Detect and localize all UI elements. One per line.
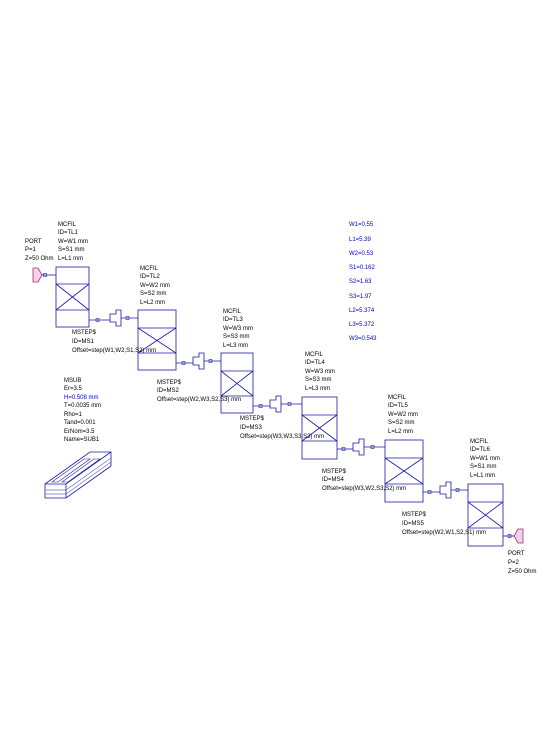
coupler-tl4-type: MCFIL: [305, 352, 324, 358]
step-ms1-id: ID=MS1: [72, 339, 95, 345]
coupler-tl2-id: ID=TL2: [140, 274, 161, 280]
coupler-tl4-id: ID=TL4: [305, 360, 326, 366]
coupler-tl1-length: L=L1 mm: [58, 256, 83, 262]
coupler-tl3-type: MCFIL: [223, 309, 242, 315]
coupler-tl1-type: MCFIL: [58, 222, 77, 228]
variable-l3[interactable]: L3=5.372: [349, 322, 375, 328]
coupler-tl2-type: MCFIL: [140, 266, 159, 272]
port-1-name: PORT: [25, 239, 42, 245]
coupler-tl1-width: W=W1 mm: [58, 239, 88, 245]
step-ms3[interactable]: MSTEP$ ID=MS3 Offset=step(W3,W3,S3,S3) m…: [240, 395, 324, 440]
port-1-number: P=1: [25, 247, 37, 253]
step-ms3-id: ID=MS3: [240, 425, 263, 431]
variable-l2[interactable]: L2=5.374: [349, 308, 375, 314]
coupler-tl5-length: L=L2 mm: [388, 429, 413, 435]
coupler-tl2-length: L=L2 mm: [140, 300, 165, 306]
coupler-tl2[interactable]: MCFIL ID=TL2 W=W2 mm S=S2 mm L=L2 mm: [137, 266, 177, 371]
variable-s2[interactable]: S2=1.63: [349, 279, 372, 285]
step-ms4-offset: Offset=step(W3,W2,S3,S2) mm: [322, 486, 406, 492]
port-1-impedance: Z=50 Ohm: [25, 256, 54, 262]
substrate-icon: [44, 451, 112, 499]
step-ms2-offset: Offset=step(W2,W3,S2,S3) mm: [157, 397, 241, 403]
step-ms1[interactable]: MSTEP$ ID=MS1 Offset=step(W1,W2,S1,S2) m…: [72, 309, 156, 354]
coupler-tl6[interactable]: MCFIL ID=TL6 W=W1 mm S=S1 mm L=L1 mm: [467, 439, 504, 547]
coupler-tl6-length: L=L1 mm: [470, 473, 495, 479]
coupler-tl5[interactable]: MCFIL ID=TL5 W=W2 mm S=S2 mm L=L2 mm: [384, 395, 424, 503]
step-ms5[interactable]: MSTEP$ ID=MS5 Offset=step(W2,W1,S2,S1) m…: [402, 481, 486, 536]
coupler-tl5-id: ID=TL5: [388, 403, 409, 409]
coupler-tl3-width: W=W3 mm: [223, 326, 253, 332]
coupler-tl5-width: W=W2 mm: [388, 412, 418, 418]
variable-w3[interactable]: W3=0.543: [349, 336, 377, 342]
coupler-tl3-length: L=L3 mm: [223, 343, 248, 349]
coupler-tl3[interactable]: MCFIL ID=TL3 W=W3 mm S=S3 mm L=L3 mm: [220, 309, 254, 414]
coupler-tl6-spacing: S=S1 mm: [470, 464, 497, 470]
msub-name: MSUB: [64, 378, 81, 384]
coupler-tl4-length: L=L3 mm: [305, 386, 330, 392]
step-ms4-id: ID=MS4: [322, 477, 345, 483]
step-ms2-id: ID=MS2: [157, 388, 180, 394]
coupler-tl6-width: W=W1 mm: [470, 456, 500, 462]
coupler-tl4-width: W=W3 mm: [305, 369, 335, 375]
msub-tand: Tand=0.001: [64, 420, 96, 426]
coupler-tl2-spacing: S=S2 mm: [140, 291, 167, 297]
variable-list: W1=0.55 L1=5.39 W2=0.53 S1=0.162 S2=1.63…: [349, 222, 377, 342]
step-ms5-type: MSTEP$: [402, 512, 427, 518]
step-ms5-id: ID=MS5: [402, 521, 425, 527]
step-ms5-offset: Offset=step(W2,W1,S2,S1) mm: [402, 530, 486, 536]
msub-ernom: ErNom=3.5: [64, 429, 95, 435]
coupler-tl6-type: MCFIL: [470, 439, 489, 445]
coupler-tl4[interactable]: MCFIL ID=TL4 W=W3 mm S=S3 mm L=L3 mm: [301, 352, 338, 460]
msub-thickness: T=0.0035 mm: [64, 403, 101, 409]
coupler-tl5-type: MCFIL: [388, 395, 407, 401]
msub-height: H=0.508 mm: [64, 395, 99, 401]
msub-material-name: Name=SUB1: [64, 437, 100, 443]
msub-rho: Rho=1: [64, 412, 83, 418]
substrate-msub[interactable]: MSUB Er=3.5 H=0.508 mm T=0.0035 mm Rho=1…: [44, 378, 112, 499]
variable-s1[interactable]: S1=0.162: [349, 265, 376, 271]
step-ms3-type: MSTEP$: [240, 416, 265, 422]
variable-w1[interactable]: W1=0.55: [349, 222, 374, 228]
step-ms2-type: MSTEP$: [157, 380, 182, 386]
port-2-name: PORT: [508, 551, 525, 557]
step-ms2[interactable]: MSTEP$ ID=MS2 Offset=step(W2,W3,S2,S3) m…: [157, 352, 241, 403]
coupler-tl4-spacing: S=S3 mm: [305, 377, 332, 383]
variable-l1[interactable]: L1=5.39: [349, 237, 372, 243]
coupler-tl5-spacing: S=S2 mm: [388, 420, 415, 426]
coupler-tl2-width: W=W2 mm: [140, 283, 170, 289]
port-2-impedance: Z=50 Ohm: [508, 569, 537, 575]
step-ms4-type: MSTEP$: [322, 469, 347, 475]
coupler-tl6-id: ID=TL6: [470, 447, 491, 453]
coupler-tl1[interactable]: MCFIL ID=TL1 W=W1 mm S=S1 mm L=L1 mm: [55, 222, 90, 328]
msub-er: Er=3.5: [64, 386, 83, 392]
step-ms1-type: MSTEP$: [72, 330, 97, 336]
coupler-tl3-spacing: S=S3 mm: [223, 334, 250, 340]
variable-w2[interactable]: W2=0.53: [349, 251, 374, 257]
port-2[interactable]: PORT P=2 Z=50 Ohm: [503, 528, 537, 575]
port-1[interactable]: PORT P=1 Z=50 Ohm: [25, 239, 56, 283]
variable-s3[interactable]: S3=1.97: [349, 294, 372, 300]
step-ms4[interactable]: MSTEP$ ID=MS4 Offset=step(W3,W2,S3,S2) m…: [322, 438, 406, 492]
coupler-tl1-id: ID=TL1: [58, 230, 79, 236]
step-ms3-offset: Offset=step(W3,W3,S3,S3) mm: [240, 434, 324, 440]
port-2-number: P=2: [508, 560, 520, 566]
coupler-tl1-spacing: S=S1 mm: [58, 247, 85, 253]
step-ms1-offset: Offset=step(W1,W2,S1,S2) mm: [72, 348, 156, 354]
coupler-tl3-id: ID=TL3: [223, 317, 244, 323]
